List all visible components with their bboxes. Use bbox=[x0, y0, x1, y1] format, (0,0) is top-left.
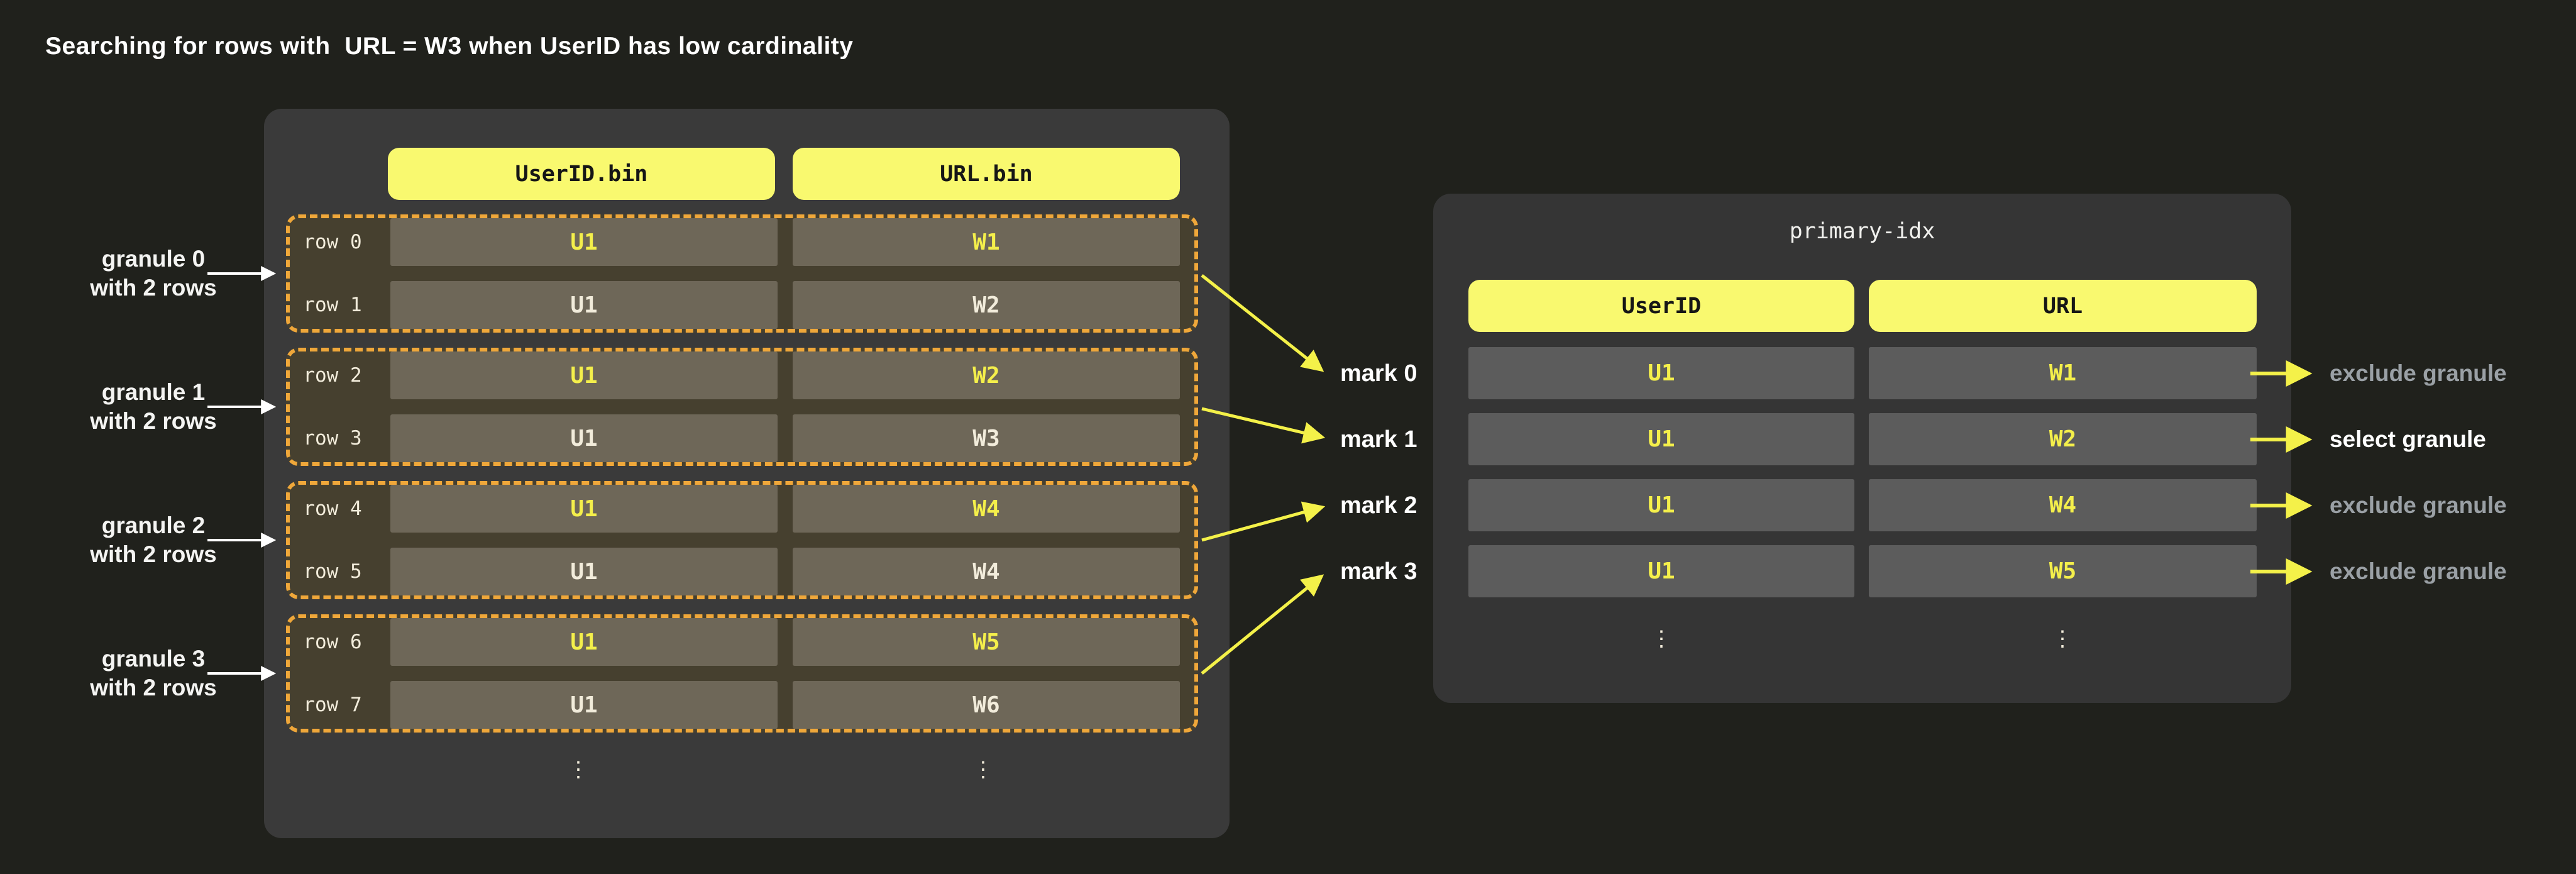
granule-action-2: exclude granule bbox=[2330, 492, 2507, 518]
primary-index-title: primary-idx bbox=[1789, 219, 1935, 244]
granule-sublabel-line: with 2 rows bbox=[90, 675, 217, 700]
granule-box-0: row 0 U1 W1 row 1 U1 W2 bbox=[286, 214, 1198, 333]
granule-label-line: granule 2 bbox=[101, 512, 206, 538]
granule-box-1: row 2 U1 W2 row 3 U1 W3 bbox=[286, 348, 1198, 466]
index-row-3: U1 W5 bbox=[1468, 545, 2257, 597]
userid-cell: U1 bbox=[390, 281, 778, 329]
granule-0-label: granule 0 with 2 rows bbox=[40, 245, 267, 302]
granule-sublabel-line: with 2 rows bbox=[90, 275, 217, 301]
url-cell: W2 bbox=[793, 351, 1180, 399]
userid-cell: U1 bbox=[1468, 413, 1854, 465]
granule-label-line: granule 0 bbox=[101, 246, 206, 272]
mark-0-label: mark 0 bbox=[1340, 360, 1417, 387]
granule-box-3: row 6 U1 W5 row 7 U1 W6 bbox=[286, 614, 1198, 733]
granule-sublabel-line: with 2 rows bbox=[90, 541, 217, 567]
granule-action-1: select granule bbox=[2330, 426, 2486, 452]
index-row-0: U1 W1 bbox=[1468, 347, 2257, 399]
row-label: row 6 bbox=[303, 631, 362, 653]
url-cell: W4 bbox=[1869, 479, 2257, 531]
url-cell: W5 bbox=[793, 618, 1180, 666]
row-label: row 0 bbox=[303, 231, 362, 253]
granule-sublabel-line: with 2 rows bbox=[90, 408, 217, 434]
granule-label-line: granule 1 bbox=[101, 379, 206, 405]
url-cell: W2 bbox=[1869, 413, 2257, 465]
granule-label-line: granule 3 bbox=[101, 646, 206, 672]
userid-cell: U1 bbox=[390, 681, 778, 729]
url-cell: W6 bbox=[793, 681, 1180, 729]
mark-3-label: mark 3 bbox=[1340, 558, 1417, 585]
bin-files-panel: UserID.bin URL.bin row 0 U1 W1 row 1 U1 … bbox=[264, 109, 1230, 838]
row-label: row 2 bbox=[303, 364, 362, 387]
userid-cell: U1 bbox=[390, 218, 778, 266]
row-label: row 7 bbox=[303, 694, 362, 716]
userid-cell: U1 bbox=[390, 618, 778, 666]
url-cell: W1 bbox=[1869, 347, 2257, 399]
granule-action-0: exclude granule bbox=[2330, 360, 2507, 386]
index-url-ellipsis: ⋮ bbox=[2052, 626, 2073, 651]
userid-cell: U1 bbox=[1468, 545, 1854, 597]
userid-cell: U1 bbox=[1468, 479, 1854, 531]
userid-cell: U1 bbox=[390, 485, 778, 533]
userid-cell: U1 bbox=[1468, 347, 1854, 399]
page-title: Searching for rows with URL = W3 when Us… bbox=[45, 33, 854, 60]
column-header-url-bin: URL.bin bbox=[793, 148, 1180, 200]
url-cell: W1 bbox=[793, 218, 1180, 266]
row-label: row 5 bbox=[303, 560, 362, 583]
granule-3-label: granule 3 with 2 rows bbox=[40, 644, 267, 702]
url-cell: W4 bbox=[793, 485, 1180, 533]
userid-cell: U1 bbox=[390, 414, 778, 462]
url-column-ellipsis: ⋮ bbox=[972, 757, 994, 782]
mark-2-label: mark 2 bbox=[1340, 492, 1417, 519]
granule-1-label: granule 1 with 2 rows bbox=[40, 378, 267, 436]
index-row-1: U1 W2 bbox=[1468, 413, 2257, 465]
url-cell: W2 bbox=[793, 281, 1180, 329]
userid-column-ellipsis: ⋮ bbox=[568, 757, 589, 782]
granule-box-2: row 4 U1 W4 row 5 U1 W4 bbox=[286, 481, 1198, 599]
mark-1-label: mark 1 bbox=[1340, 426, 1417, 453]
userid-cell: U1 bbox=[390, 351, 778, 399]
url-cell: W3 bbox=[793, 414, 1180, 462]
row-label: row 1 bbox=[303, 294, 362, 316]
url-cell: W4 bbox=[793, 548, 1180, 595]
column-header-url: URL bbox=[1869, 280, 2257, 332]
granule-2-label: granule 2 with 2 rows bbox=[40, 511, 267, 569]
userid-cell: U1 bbox=[390, 548, 778, 595]
url-cell: W5 bbox=[1869, 545, 2257, 597]
column-header-userid: UserID bbox=[1468, 280, 1854, 332]
column-header-userid-bin: UserID.bin bbox=[388, 148, 775, 200]
row-label: row 4 bbox=[303, 497, 362, 520]
index-userid-ellipsis: ⋮ bbox=[1651, 626, 1672, 651]
row-label: row 3 bbox=[303, 427, 362, 450]
index-row-2: U1 W4 bbox=[1468, 479, 2257, 531]
primary-index-panel: primary-idx UserID URL U1 W1 U1 W2 U1 W4… bbox=[1433, 194, 2291, 703]
granule-action-3: exclude granule bbox=[2330, 558, 2507, 584]
